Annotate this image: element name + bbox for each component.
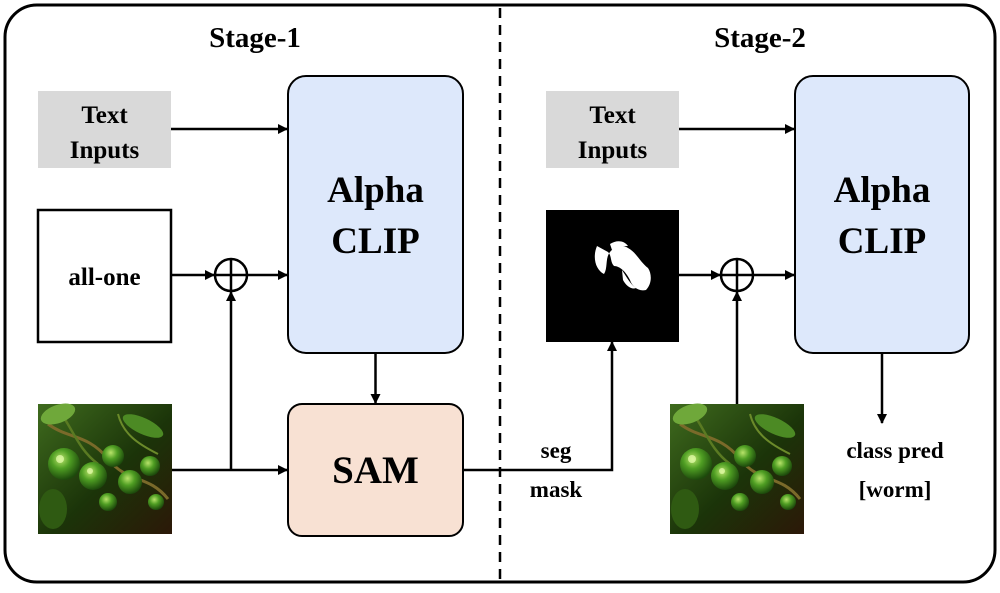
class-pred-label-line1: class pred <box>846 438 944 463</box>
arrow-sam-to-mask <box>463 341 617 472</box>
stage1-title: Stage-1 <box>209 22 301 54</box>
stage2-text-inputs-label-line2: Inputs <box>578 137 648 164</box>
tomato-plant-photo-2 <box>668 397 806 536</box>
stage1-text-inputs-label-line2: Inputs <box>70 137 140 164</box>
stage2-title: Stage-2 <box>714 22 806 54</box>
stage1-text-inputs-box <box>38 91 171 168</box>
stage2-alpha-clip-box <box>794 75 970 354</box>
stage2-text-inputs-label-line1: Text <box>589 102 636 129</box>
all-one-label: all-one <box>68 264 140 291</box>
stage1-alpha-clip-label-line1: Alpha <box>327 170 424 211</box>
sam-label: SAM <box>332 449 419 492</box>
class-pred-label-line2: [worm] <box>859 477 932 502</box>
stage1-alpha-clip-box <box>287 75 464 354</box>
stage1-text-inputs-label-line1: Text <box>81 102 128 129</box>
circle-plus-icon <box>213 257 249 293</box>
seg-mask-label-line2: mask <box>530 477 583 502</box>
segmentation-mask <box>546 210 679 342</box>
stage1-alpha-clip-label-line2: CLIP <box>331 221 419 262</box>
stage2-text-inputs-box <box>546 91 679 168</box>
circle-plus-icon-2 <box>719 257 755 293</box>
stage2-alpha-clip-label-line2: CLIP <box>838 221 926 262</box>
stage2-alpha-clip-label-line1: Alpha <box>834 170 931 211</box>
all-one-box <box>36 208 173 344</box>
tomato-plant-photo <box>36 397 174 536</box>
seg-mask-label-line1: seg <box>541 438 572 463</box>
